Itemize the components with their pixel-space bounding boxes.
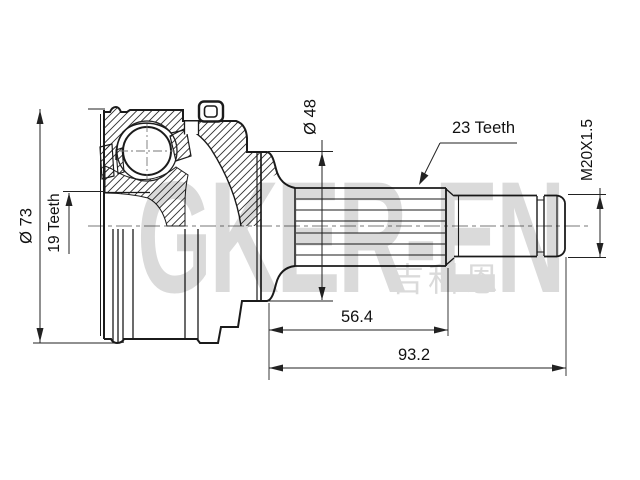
- retaining-clip: [197, 100, 225, 123]
- watermark: GKER-EN 吉科恩: [137, 149, 566, 327]
- dim-flange-diameter: [268, 140, 333, 302]
- housing-top-profile: [104, 105, 296, 189]
- housing-external-step-lines: [112, 229, 199, 343]
- dim-outer-diameter: [33, 108, 114, 344]
- cage-section-left-2: [115, 147, 125, 175]
- cage-section-left: [99, 143, 115, 180]
- inner-race-hatch: [104, 165, 189, 227]
- label-spline-length: 56.4: [341, 308, 373, 326]
- watermark-brand-text: GKER-EN: [137, 149, 563, 327]
- housing-bottom-profile: [104, 265, 296, 345]
- dimension-graphics: [33, 108, 606, 380]
- cavity-arc-over-ball: [115, 122, 172, 160]
- spline-section: [294, 187, 455, 267]
- label-thread-spec: M20X1.5: [579, 119, 596, 181]
- stub-shaft: [294, 187, 566, 267]
- leader-shaft-spline: [419, 142, 517, 185]
- label-total-length: 93.2: [398, 346, 430, 364]
- dim-total-length: [269, 257, 567, 376]
- threaded-section: [454, 194, 566, 258]
- dimension-labels: Ø 73 19 Teeth Ø 48 23 Teeth M20X1.5 56.4…: [17, 99, 596, 364]
- dim-thread: [568, 188, 606, 258]
- housing-section: [99, 100, 296, 345]
- label-outer-diameter: Ø 73: [17, 208, 35, 244]
- dim-spline-length: [268, 268, 449, 380]
- clip-groove: [184, 121, 199, 134]
- watermark-brand-cn-text: 吉科恩: [391, 261, 502, 298]
- label-shaft-spline-teeth: 23 Teeth: [452, 119, 515, 137]
- label-inner-spline-teeth: 19 Teeth: [46, 193, 63, 252]
- spline-teeth-lines: [296, 198, 445, 256]
- dim-inner-spline: [63, 191, 104, 254]
- label-flange-diameter: Ø 48: [301, 99, 319, 135]
- housing-wall-hatch: [104, 107, 277, 226]
